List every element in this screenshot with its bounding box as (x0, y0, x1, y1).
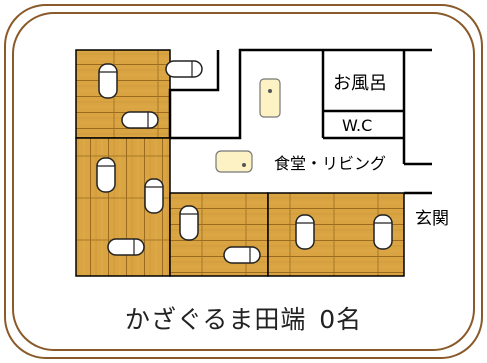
bed (121, 111, 159, 129)
bed (96, 157, 116, 193)
bed (223, 246, 261, 264)
walls (168, 48, 432, 195)
table (215, 150, 253, 173)
resident-count: 0名 (319, 305, 363, 334)
bed (107, 238, 145, 256)
facility-name: かざぐるま田端 (124, 305, 307, 334)
inner-rounded-frame (12, 12, 475, 351)
bed (373, 214, 393, 250)
facility-label: かざぐるま田端 0名 (0, 300, 487, 336)
bed (144, 178, 164, 214)
bed (165, 60, 203, 78)
room-label-toilet: W.C (342, 116, 372, 135)
outer-rounded-frame (4, 4, 483, 359)
room-label-entrance: 玄関 (415, 209, 449, 229)
bed (295, 214, 315, 250)
bed (98, 63, 118, 99)
room-label-living: 食堂・リビング (274, 154, 386, 173)
room-label-bath: お風呂 (333, 73, 387, 94)
bed (179, 205, 199, 241)
table (259, 78, 281, 118)
